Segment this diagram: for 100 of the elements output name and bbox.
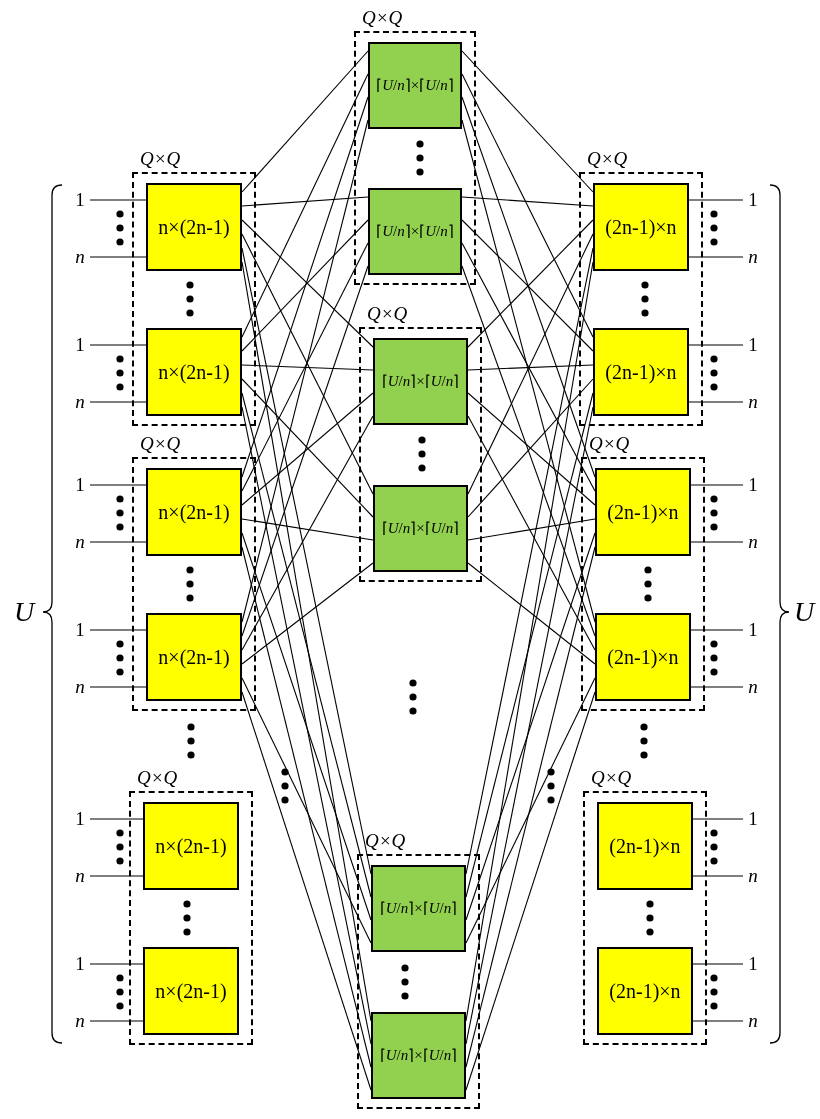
switch-box	[146, 328, 242, 416]
switch-box	[371, 1012, 466, 1099]
brace-label: U	[14, 597, 35, 627]
port-label: n	[743, 532, 763, 552]
switch-box	[143, 802, 239, 890]
switch-box	[595, 468, 691, 556]
port-label: 1	[743, 335, 763, 355]
switch-box	[373, 485, 468, 572]
switch-box	[146, 613, 242, 701]
connection-line	[89, 963, 144, 965]
connection-line	[690, 484, 744, 486]
connection-line	[241, 392, 374, 506]
port-label: 1	[743, 620, 763, 640]
connection-line	[692, 1020, 744, 1022]
connection-line	[89, 818, 144, 820]
connection-line	[467, 392, 596, 506]
switch-label: n×(2n-1)	[158, 216, 230, 238]
connection-line	[690, 541, 744, 543]
group-label: Q×Q	[591, 767, 632, 789]
group-label: Q×Q	[589, 433, 630, 455]
connection-line	[89, 686, 147, 688]
connection-line	[688, 401, 744, 403]
switch-label: ⌈U/n⌉×⌈U/n⌉	[381, 520, 460, 537]
switch-label: n×(2n-1)	[158, 646, 230, 668]
switch-label: ⌈U/n⌉×⌈U/n⌉	[376, 223, 454, 240]
switch-box	[597, 947, 693, 1035]
port-label: n	[743, 677, 763, 697]
connection-line	[467, 415, 596, 651]
connection-line	[692, 818, 744, 820]
switch-label: n×(2n-1)	[155, 835, 227, 857]
connection-line	[89, 1020, 144, 1022]
connection-line	[89, 344, 147, 346]
group-label: Q×Q	[137, 767, 178, 789]
connection-line	[89, 256, 147, 258]
group-label: Q×Q	[362, 7, 403, 29]
switch-box	[368, 42, 462, 129]
port-label: n	[70, 392, 90, 412]
port-label: n	[743, 1011, 763, 1031]
port-label: n	[743, 866, 763, 886]
connection-line	[89, 401, 147, 403]
switch-box	[597, 802, 693, 890]
switch-label: ⌈U/n⌉×⌈U/n⌉	[379, 900, 458, 917]
switch-label: n×(2n-1)	[155, 980, 227, 1002]
switch-box	[373, 338, 468, 425]
port-label: 1	[70, 954, 90, 974]
switch-label: ⌈U/n⌉×⌈U/n⌉	[379, 1047, 458, 1064]
connection-line	[89, 875, 144, 877]
port-label: 1	[743, 475, 763, 495]
group-label: Q×Q	[367, 303, 408, 325]
port-label: 1	[70, 809, 90, 829]
port-label: n	[70, 677, 90, 697]
brace-label: U	[794, 597, 815, 627]
connection-line	[241, 196, 369, 207]
connection-line	[692, 875, 744, 877]
switch-label: (2n-1)×n	[607, 501, 679, 523]
switch-label: ⌈U/n⌉×⌈U/n⌉	[376, 77, 454, 94]
switch-label: n×(2n-1)	[158, 361, 230, 383]
port-label: 1	[70, 475, 90, 495]
connection-line	[241, 415, 374, 651]
group-label: Q×Q	[587, 148, 628, 170]
connection-line	[89, 541, 147, 543]
port-label: 1	[743, 190, 763, 210]
connection-line	[688, 199, 744, 201]
connection-line	[241, 518, 374, 541]
connection-line	[467, 518, 596, 541]
connection-line	[692, 963, 744, 965]
port-label: n	[70, 1011, 90, 1031]
port-label: 1	[70, 190, 90, 210]
connection-line	[89, 629, 147, 631]
connection-line	[461, 196, 594, 207]
switch-label: (2n-1)×n	[607, 646, 679, 668]
connection-line	[467, 378, 594, 518]
connection-line	[461, 50, 594, 193]
connection-line	[241, 562, 374, 665]
connection-line	[89, 484, 147, 486]
switch-box	[146, 468, 242, 556]
connection-line	[690, 686, 744, 688]
port-label: 1	[70, 620, 90, 640]
port-label: n	[70, 532, 90, 552]
switch-box	[593, 328, 689, 416]
switch-label: (2n-1)×n	[609, 980, 681, 1002]
group-label: Q×Q	[140, 148, 181, 170]
group-label: Q×Q	[365, 830, 406, 852]
port-label: 1	[743, 954, 763, 974]
switch-box	[143, 947, 239, 1035]
switch-label: (2n-1)×n	[605, 216, 677, 238]
switch-box	[146, 183, 242, 271]
port-label: n	[743, 247, 763, 267]
connection-line	[690, 629, 744, 631]
switch-label: ⌈U/n⌉×⌈U/n⌉	[381, 373, 460, 390]
connection-line	[467, 364, 594, 371]
port-label: 1	[70, 335, 90, 355]
switch-label: n×(2n-1)	[158, 501, 230, 523]
connection-line	[688, 344, 744, 346]
connection-line	[467, 562, 596, 665]
connection-line	[241, 364, 374, 371]
port-label: 1	[743, 809, 763, 829]
connection-line	[241, 378, 374, 518]
switch-box	[593, 183, 689, 271]
switch-box	[595, 613, 691, 701]
